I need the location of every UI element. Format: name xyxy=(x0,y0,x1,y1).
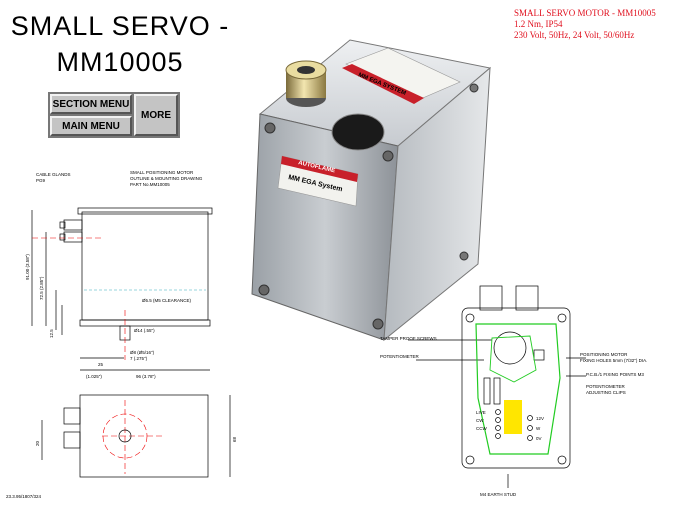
holes-label-2: FIXING HOLES 5mm (7/32") DIA. xyxy=(580,358,647,363)
title-line-2: MM10005 xyxy=(56,47,184,77)
dim-25in-label: (1.025") xyxy=(86,374,102,379)
terminal-0v: 0V xyxy=(536,436,542,441)
cable-glands-label: CABLE GLANDS xyxy=(36,172,71,177)
terminal-w: W xyxy=(536,426,541,431)
dim-20-label: 20 xyxy=(35,440,40,446)
dim-96-label: 96 (3.78") xyxy=(136,374,156,379)
spec-text: SMALL SERVO MOTOR - MM10005 1.2 Nm, IP54… xyxy=(514,8,680,41)
clearance-label: Ø5.5 (M5 CLEARANCE) xyxy=(142,298,192,303)
nav-panel: SECTION MENU MAIN MENU MORE xyxy=(48,92,180,138)
drawing-number: 23.3.95/1807/324 xyxy=(6,494,42,499)
earth-stud-label: M4 EARTH STUD xyxy=(480,492,517,497)
pg9-label: PG9 xyxy=(36,178,46,183)
section-menu-button[interactable]: SECTION MENU xyxy=(50,94,132,114)
shaft-len-label: 7 (.275") xyxy=(130,356,148,361)
potentiometer-label: POTENTIOMETER xyxy=(380,354,420,359)
terminal-live: LIVE xyxy=(476,410,486,415)
terminal-12v: 12V xyxy=(536,416,544,421)
header-line-3: PART No.MM10005 xyxy=(130,182,170,187)
dim-91-label: 91.00 (3.58") xyxy=(25,254,30,280)
title-line-1: SMALL SERVO - xyxy=(10,11,230,41)
terminal-ccw: CCW xyxy=(476,426,487,431)
servo-motor-photo: MM EGA SYSTEM AUTOFLAME MM EGA System xyxy=(251,39,492,342)
spec-line-2: 1.2 Nm, IP54 xyxy=(514,19,563,29)
clips-label-1: POTENTIOMETER xyxy=(586,384,626,389)
header-line-1: SMALL POSITIONING MOTOR xyxy=(130,170,194,175)
dim-72-label: 72.5 (2.85") xyxy=(39,276,44,300)
holes-label-1: POSITIONING MOTOR xyxy=(580,352,628,357)
tamper-label: TAMPER PROOF SCREWS xyxy=(380,336,437,341)
header-line-2: OUTLINE & MOUNTING DRAWING xyxy=(130,176,203,181)
spec-line-3: 230 Volt, 50Hz, 24 Volt, 50/60Hz xyxy=(514,30,635,40)
clips-label-2: ADJUSTING CLIPS xyxy=(586,390,626,395)
dim-68-label: 68 xyxy=(232,436,237,442)
dim-25-label: 25 xyxy=(98,362,104,367)
spec-line-1: SMALL SERVO MOTOR - MM10005 xyxy=(514,8,656,18)
shaft-dia-label: Ø14 (.55") xyxy=(134,328,155,333)
more-button[interactable]: MORE xyxy=(134,94,178,136)
outline-drawing: SMALL POSITIONING MOTOR OUTLINE & MOUNTI… xyxy=(6,170,237,499)
shaft-dia2-label: Ø8 (Ø5/16") xyxy=(130,350,155,355)
terminal-cw: CW xyxy=(476,418,484,423)
dim-12-label: 12.5 xyxy=(49,329,54,338)
main-menu-button[interactable]: MAIN MENU xyxy=(50,116,132,136)
page-title: SMALL SERVO - MM10005 xyxy=(0,8,240,80)
wiring-drawing: TAMPER PROOF SCREWS POTENTIOMETER POSITI… xyxy=(380,285,647,497)
pcb-label: P.C.B./1 FIXING POINTS M3 xyxy=(586,372,644,377)
